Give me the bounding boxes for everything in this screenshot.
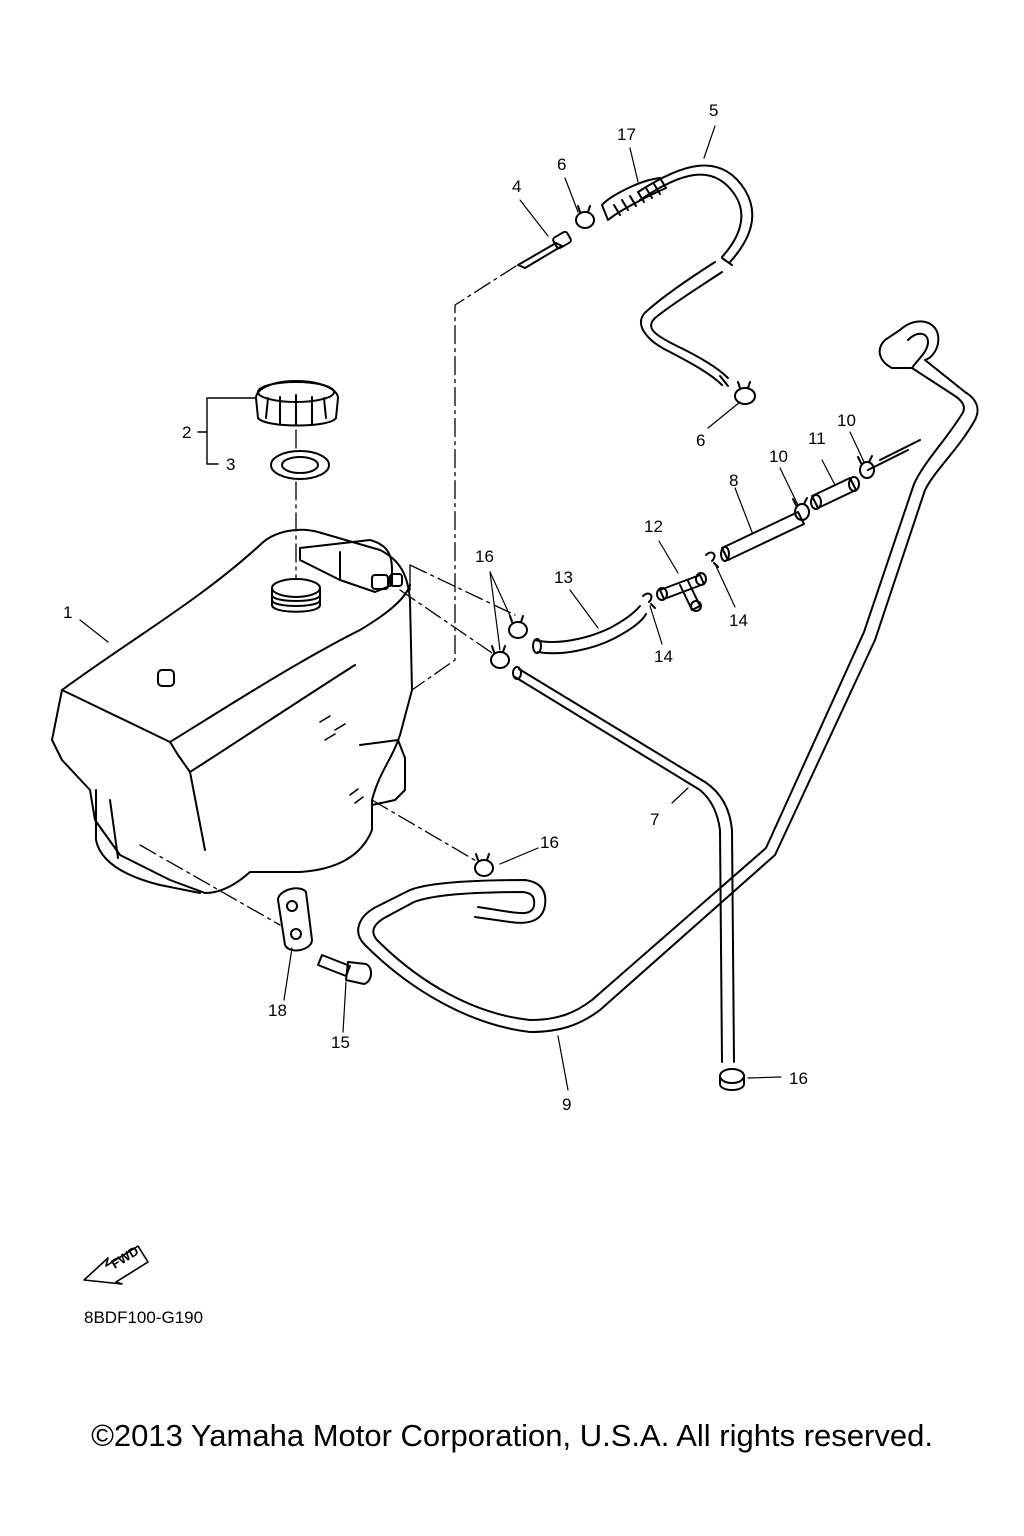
- hose-clamp: [474, 853, 494, 877]
- tank-fitting: [371, 573, 403, 590]
- hose-13: [532, 605, 647, 655]
- hose-clamp: [734, 381, 756, 405]
- hose-8: [720, 511, 805, 562]
- part-label: 12: [644, 517, 663, 536]
- fuel-tank: [51, 528, 413, 894]
- part-label: 2: [182, 423, 191, 442]
- leader-lines: [79, 125, 865, 1091]
- hose-clamp: [490, 645, 510, 669]
- clip: [705, 551, 719, 568]
- part-labels: 1 2 3 4 5 6 6 7 8 9 10 10 11 12 13 14 14…: [63, 101, 856, 1272]
- part-label: 9: [562, 1095, 571, 1114]
- part-label: 5: [709, 101, 718, 120]
- clip: [642, 592, 656, 609]
- fuel-cap: [255, 380, 339, 427]
- part-label: 18: [268, 1001, 287, 1020]
- part-label: 7: [650, 810, 659, 829]
- part-label: 1: [63, 603, 72, 622]
- copyright-notice: ©2013 Yamaha Motor Corporation, U.S.A. A…: [91, 1418, 933, 1453]
- mounting-bracket: [277, 887, 313, 952]
- joint-fitting: [810, 476, 860, 510]
- hose-clamp: [575, 205, 595, 229]
- gasket: [270, 450, 330, 480]
- hose-clamp: [719, 1068, 745, 1091]
- part-label: 15: [331, 1033, 350, 1052]
- tank-boss: [157, 669, 175, 687]
- assembly-lines: [139, 265, 517, 926]
- part-label: 14: [729, 611, 748, 630]
- part-label: 16: [540, 833, 559, 852]
- hose-clamp: [792, 497, 810, 521]
- part-label: 3: [226, 455, 235, 474]
- part-label: 6: [696, 431, 705, 450]
- part-label: 13: [554, 568, 573, 587]
- hose-cover: [601, 177, 667, 221]
- part-label: 10: [837, 411, 856, 430]
- breather-hose: [637, 164, 754, 387]
- bolt: [317, 954, 372, 985]
- part-label: 14: [654, 647, 673, 666]
- hose-9: [357, 320, 979, 1033]
- fwd-arrow-icon: [83, 1245, 149, 1285]
- callout-bracket: [197, 397, 257, 465]
- part-label: 17: [617, 125, 636, 144]
- diagram-code: 8BDF100-G190: [84, 1308, 204, 1327]
- hose-clamp: [857, 455, 875, 479]
- hose-7: [512, 666, 735, 1063]
- filler-neck: [271, 578, 321, 613]
- t-joint: [656, 572, 707, 612]
- part-label: 10: [769, 447, 788, 466]
- breather-fitting: [517, 230, 572, 269]
- part-label: 4: [512, 177, 521, 196]
- part-label: 8: [729, 471, 738, 490]
- part-label: 16: [789, 1069, 808, 1088]
- part-label: 11: [808, 429, 826, 448]
- part-label: 16: [475, 547, 494, 566]
- part-label: 6: [557, 155, 566, 174]
